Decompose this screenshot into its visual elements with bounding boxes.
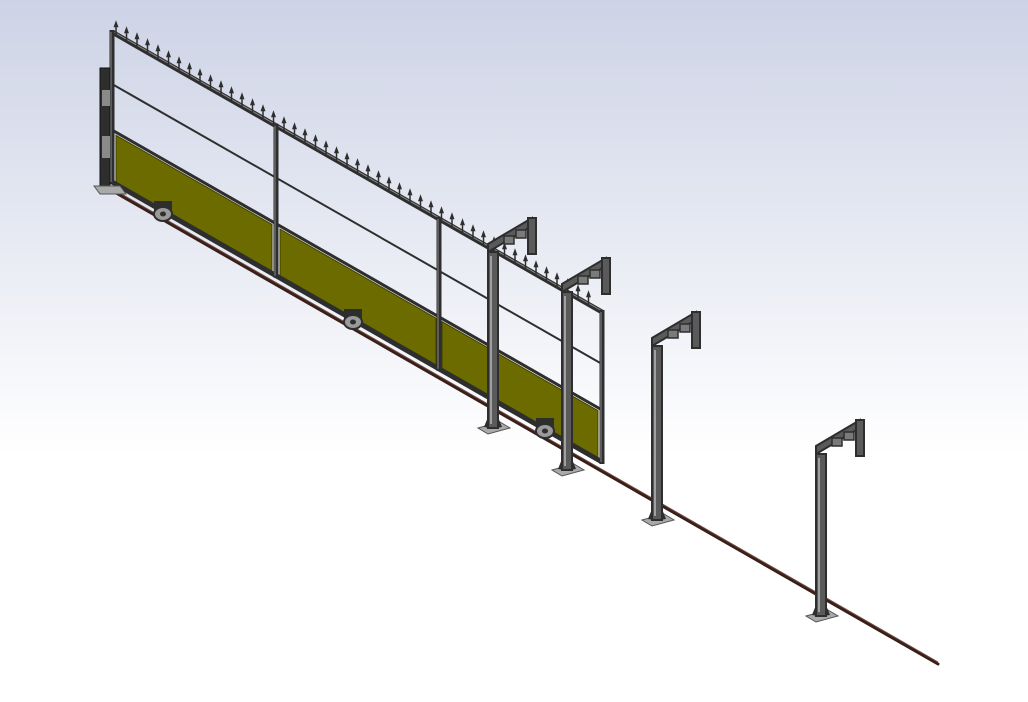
guide-posts[interactable]: [476, 216, 865, 623]
wheel-hub-1: [160, 211, 166, 217]
spike-tip: [460, 218, 465, 226]
spike-tip: [575, 284, 581, 292]
wheel-hub-3: [542, 428, 548, 434]
latch-post[interactable]: [99, 67, 111, 187]
guide-roller[interactable]: [679, 323, 691, 333]
spike-tip: [586, 290, 591, 298]
post-guide-side[interactable]: [691, 311, 701, 349]
post-guide-side[interactable]: [855, 419, 865, 457]
spike-tip: [292, 122, 297, 130]
post-guide-side[interactable]: [527, 217, 537, 255]
spike-tip: [134, 32, 140, 40]
spike-tip: [281, 116, 287, 124]
latch-base-plate: [93, 185, 127, 195]
spike-tip: [250, 98, 255, 106]
post-upright[interactable]: [815, 453, 827, 617]
spike-tip: [544, 266, 549, 274]
spike-tip: [397, 182, 402, 190]
guide-roller[interactable]: [503, 235, 515, 245]
rail-line[interactable]: [102, 184, 940, 666]
spike-tip: [145, 38, 150, 46]
post-upright[interactable]: [561, 291, 573, 471]
wheel-hub-2: [350, 319, 356, 325]
spike-tip: [386, 176, 392, 184]
spike-tip: [481, 230, 486, 238]
spike-tip: [449, 212, 455, 220]
post-upright[interactable]: [487, 251, 499, 429]
frame-panel-bar[interactable]: [111, 128, 603, 412]
spike-tip: [376, 170, 381, 178]
spike-tip: [407, 188, 413, 196]
spike-tip: [344, 152, 350, 160]
guide-post-3[interactable]: [640, 310, 701, 527]
rail-highlight: [103, 183, 939, 663]
guide-roller[interactable]: [831, 437, 843, 447]
spike-tip: [218, 80, 224, 88]
spike-finials: [113, 20, 591, 305]
post-upright[interactable]: [651, 345, 663, 521]
spike-tip: [302, 128, 308, 136]
spike-tip: [155, 44, 161, 52]
frame-mid-bar[interactable]: [111, 83, 603, 365]
spike-tip: [502, 242, 507, 250]
gate-infill-panels[interactable]: [115, 134, 599, 461]
latch-lock[interactable]: [102, 136, 110, 158]
guide-post-4[interactable]: [804, 418, 865, 623]
spike-tip: [260, 104, 266, 112]
spike-tip: [533, 260, 539, 268]
spike-tip: [470, 224, 476, 232]
gate-wheels[interactable]: [153, 201, 555, 439]
spike-tip: [365, 164, 371, 172]
spike-tip: [197, 68, 203, 76]
guide-roller[interactable]: [515, 229, 527, 239]
guide-roller[interactable]: [577, 275, 589, 285]
ground-rail[interactable]: [102, 183, 940, 666]
latch-handle[interactable]: [102, 90, 110, 106]
spike-tip: [208, 74, 213, 82]
spike-tip: [176, 56, 182, 64]
spike-tip: [418, 194, 423, 202]
spike-tip: [355, 158, 360, 166]
spike-tip: [166, 50, 171, 58]
spike-tip: [554, 272, 560, 280]
guide-roller[interactable]: [589, 269, 601, 279]
spike-tip: [512, 248, 518, 256]
guide-roller[interactable]: [843, 431, 855, 441]
spike-tip: [124, 26, 129, 34]
spike-tip: [313, 134, 318, 142]
guide-post-1[interactable]: [476, 216, 537, 435]
spike-tip: [323, 140, 329, 148]
spike-tip: [113, 20, 119, 28]
spike-tip: [334, 146, 339, 154]
spike-tip: [239, 92, 245, 100]
spike-tip: [523, 254, 528, 262]
spike-tip: [271, 110, 276, 118]
spike-tip: [187, 62, 192, 70]
spike-tip: [439, 206, 444, 214]
guide-roller[interactable]: [667, 329, 679, 339]
spike-tip: [428, 200, 434, 208]
spike-tip: [229, 86, 234, 94]
guide-post-2[interactable]: [550, 256, 611, 477]
post-guide-side[interactable]: [601, 257, 611, 295]
